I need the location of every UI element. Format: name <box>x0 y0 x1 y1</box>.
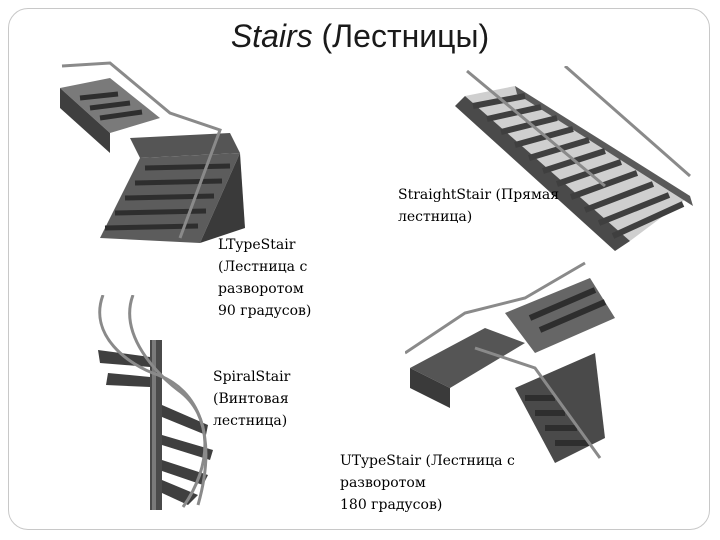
spiral-stair-image <box>98 295 213 510</box>
caption-line: SpiralStair <box>213 369 291 385</box>
caption-line: лестница) <box>213 413 288 429</box>
caption-line: (Лестница с <box>218 259 308 275</box>
caption-line: 180 градусов) <box>340 497 443 513</box>
caption-ltype-stair: LTypeStair (Лестница с разворотом 90 гра… <box>218 234 358 322</box>
slide-title: Stairs (Лестницы) <box>0 18 720 55</box>
title-en: Stairs <box>230 18 313 54</box>
caption-line: LTypeStair <box>218 237 296 253</box>
caption-line: разворотом <box>218 281 304 297</box>
caption-utype-stair: UTypeStair (Лестница с разворотом 180 гр… <box>340 450 580 516</box>
caption-line: UTypeStair (Лестница с <box>340 453 515 469</box>
title-ru: (Лестницы) <box>321 18 490 54</box>
caption-line: разворотом <box>340 475 426 491</box>
caption-spiral-stair: SpiralStair (Винтовая лестница) <box>213 366 343 432</box>
straight-stair-image <box>455 66 693 251</box>
caption-straight-stair: StraightStair (Прямая лестница) <box>398 184 618 228</box>
ltype-stair-image <box>60 61 245 243</box>
caption-line: StraightStair (Прямая <box>398 187 560 203</box>
caption-line: лестница) <box>398 209 473 225</box>
utype-stair-image <box>405 261 615 463</box>
caption-line: (Винтовая <box>213 391 289 407</box>
caption-line: 90 градусов) <box>218 303 312 319</box>
